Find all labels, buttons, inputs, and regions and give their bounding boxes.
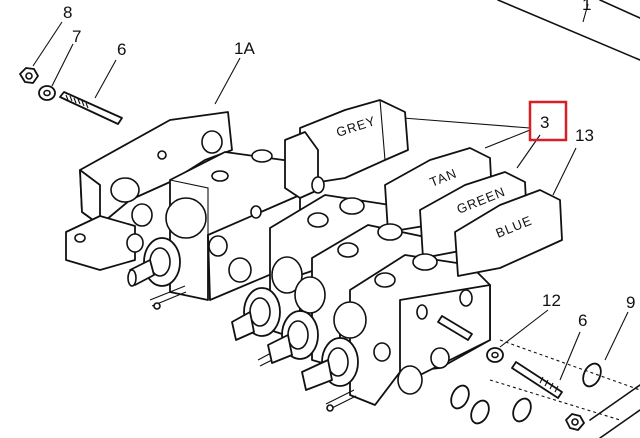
valve-section-4 bbox=[301, 253, 491, 412]
spool-cap-blue: BLUE bbox=[454, 189, 563, 277]
callout-8: 8 bbox=[63, 3, 72, 22]
callout-3: 3 bbox=[540, 113, 549, 132]
mounting-bracket bbox=[497, 0, 640, 61]
callout-1a: 1A bbox=[234, 39, 255, 58]
leader-lines bbox=[214, 57, 629, 381]
nut-part-9 bbox=[565, 384, 640, 438]
o-rings bbox=[450, 362, 602, 425]
callout-13: 13 bbox=[575, 126, 594, 145]
callout-6-bottom: 6 bbox=[578, 311, 587, 330]
callout-12: 12 bbox=[542, 291, 561, 310]
callout-6-top: 6 bbox=[117, 40, 126, 59]
valve-section-1 bbox=[127, 149, 301, 310]
spool-cap-grey: GREY bbox=[284, 99, 409, 199]
callout-1: 1 bbox=[582, 0, 591, 14]
spool-cap-green: GREEN bbox=[419, 171, 528, 259]
washer-part-7 bbox=[38, 43, 74, 101]
stud-part-6-bottom bbox=[511, 361, 563, 399]
stud-part-6-top bbox=[59, 59, 123, 125]
callout-9: 9 bbox=[626, 293, 635, 312]
callout-7: 7 bbox=[72, 27, 81, 46]
assembly-lines bbox=[489, 339, 640, 421]
callout-labels: 8 7 6 1A 1 3 13 12 6 9 bbox=[63, 0, 635, 330]
washer-part-12 bbox=[486, 347, 504, 363]
nut-part-8 bbox=[19, 21, 63, 84]
highlight-box bbox=[528, 100, 568, 142]
